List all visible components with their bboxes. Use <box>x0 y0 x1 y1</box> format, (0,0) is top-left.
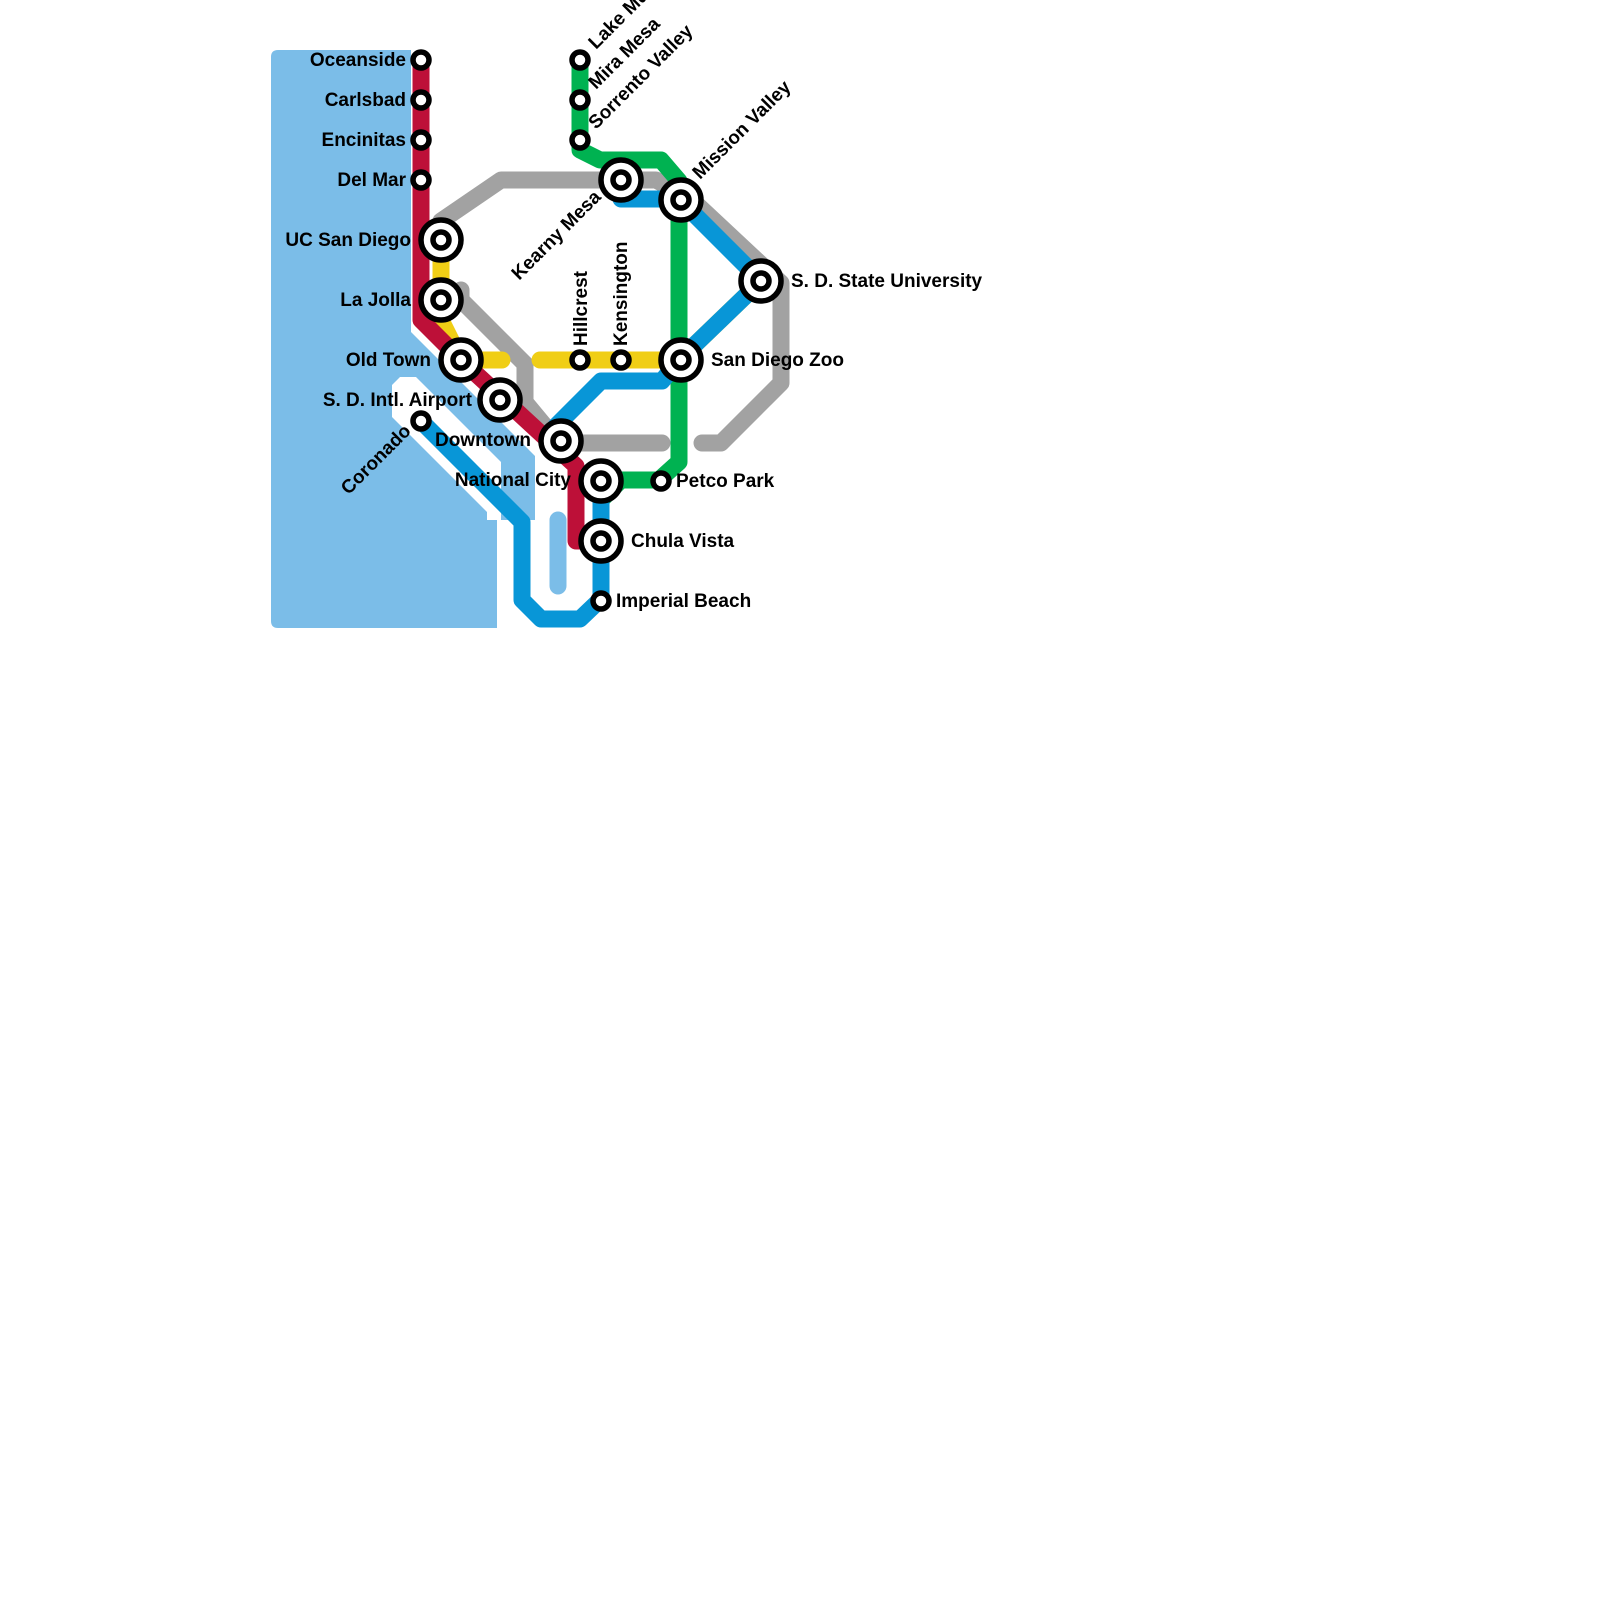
station-sorrento-valley[interactable] <box>569 129 591 151</box>
station-kearny-mesa[interactable] <box>598 157 644 203</box>
station-la-jolla[interactable] <box>418 277 464 323</box>
station-downtown[interactable] <box>538 418 584 464</box>
station-uc-san-diego[interactable] <box>418 217 464 263</box>
station-san-diego-zoo[interactable] <box>658 337 704 383</box>
station-petco-park[interactable] <box>650 470 672 492</box>
label-national-city: National City <box>455 470 572 491</box>
station-coronado[interactable] <box>410 410 432 432</box>
label-san-diego-zoo: San Diego Zoo <box>711 350 844 371</box>
label-kearny-mesa: Kearny Mesa <box>508 186 606 284</box>
station-mission-valley[interactable] <box>658 177 704 223</box>
label-chula-vista: Chula Vista <box>631 531 735 552</box>
label-carlsbad: Carlsbad <box>325 90 406 111</box>
label-oceanside: Oceanside <box>310 50 406 71</box>
station-kensington[interactable] <box>610 349 632 371</box>
label-downtown: Downtown <box>435 430 531 451</box>
label-encinitas: Encinitas <box>322 130 406 151</box>
station-sdsu[interactable] <box>738 258 784 304</box>
station-layer <box>410 49 784 612</box>
label-del-mar: Del Mar <box>337 170 406 191</box>
station-hillcrest[interactable] <box>569 349 591 371</box>
station-carlsbad[interactable] <box>410 89 432 111</box>
label-airport: S. D. Intl. Airport <box>323 390 473 411</box>
station-national-city[interactable] <box>578 458 624 504</box>
label-uc-san-diego: UC San Diego <box>285 230 411 251</box>
label-mission-valley: Mission Valley <box>689 77 796 184</box>
label-la-jolla: La Jolla <box>340 290 411 311</box>
label-sdsu: S. D. State University <box>791 271 983 292</box>
label-old-town: Old Town <box>346 350 431 371</box>
station-chula-vista[interactable] <box>578 518 624 564</box>
label-petco-park: Petco Park <box>676 471 775 492</box>
station-oceanside[interactable] <box>410 49 432 71</box>
station-lake-murray[interactable] <box>569 49 591 71</box>
label-hillcrest: Hillcrest <box>571 270 592 346</box>
label-imperial-beach: Imperial Beach <box>616 591 751 612</box>
station-del-mar[interactable] <box>410 169 432 191</box>
station-old-town[interactable] <box>438 337 484 383</box>
station-airport[interactable] <box>477 377 523 423</box>
station-mira-mesa[interactable] <box>569 89 591 111</box>
station-imperial-beach[interactable] <box>590 590 612 612</box>
label-kensington: Kensington <box>611 242 632 347</box>
station-encinitas[interactable] <box>410 129 432 151</box>
